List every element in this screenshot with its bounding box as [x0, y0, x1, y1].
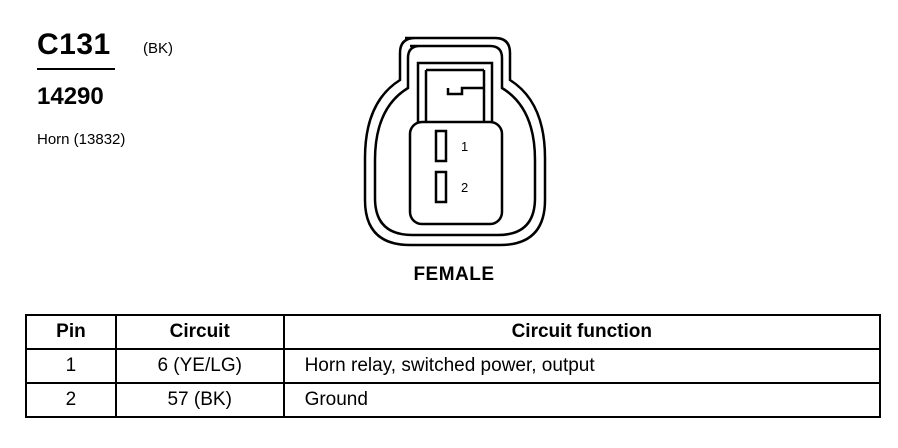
connector-outer-housing — [363, 36, 547, 247]
table-row: 2 57 (BK) Ground — [25, 382, 882, 418]
cell-circuit: 57 (BK) — [114, 382, 285, 418]
pin-2-cavity — [434, 170, 448, 204]
header-circuit-function: Circuit function — [282, 314, 882, 350]
cell-pin: 1 — [25, 348, 117, 384]
connector-diagram: 1 2 — [363, 36, 547, 247]
header-pin: Pin — [25, 314, 117, 350]
connector-id: C131 — [37, 28, 111, 61]
table-header-row: Pin Circuit Circuit function — [25, 314, 882, 350]
pin-1-label: 1 — [461, 139, 468, 154]
connector-inner-housing — [373, 44, 537, 237]
connector-description: Horn (13832) — [37, 131, 126, 148]
pin-1-cavity — [434, 129, 448, 163]
pin-cavity-body — [408, 120, 504, 226]
cell-pin: 2 — [25, 382, 117, 418]
cell-circuit: 6 (YE/LG) — [114, 348, 285, 384]
color-code: (BK) — [143, 40, 173, 57]
pin-table: Pin Circuit Circuit function 1 6 (YE/LG)… — [25, 314, 882, 418]
table-row: 1 6 (YE/LG) Horn relay, switched power, … — [25, 348, 882, 384]
part-number: 14290 — [37, 83, 104, 110]
cell-circuit-function: Horn relay, switched power, output — [282, 348, 882, 384]
pin-2-label: 2 — [461, 180, 468, 195]
header-circuit: Circuit — [114, 314, 285, 350]
connector-gender-label: FEMALE — [413, 264, 495, 285]
cell-circuit-function: Ground — [282, 382, 882, 418]
title-divider — [37, 68, 115, 70]
